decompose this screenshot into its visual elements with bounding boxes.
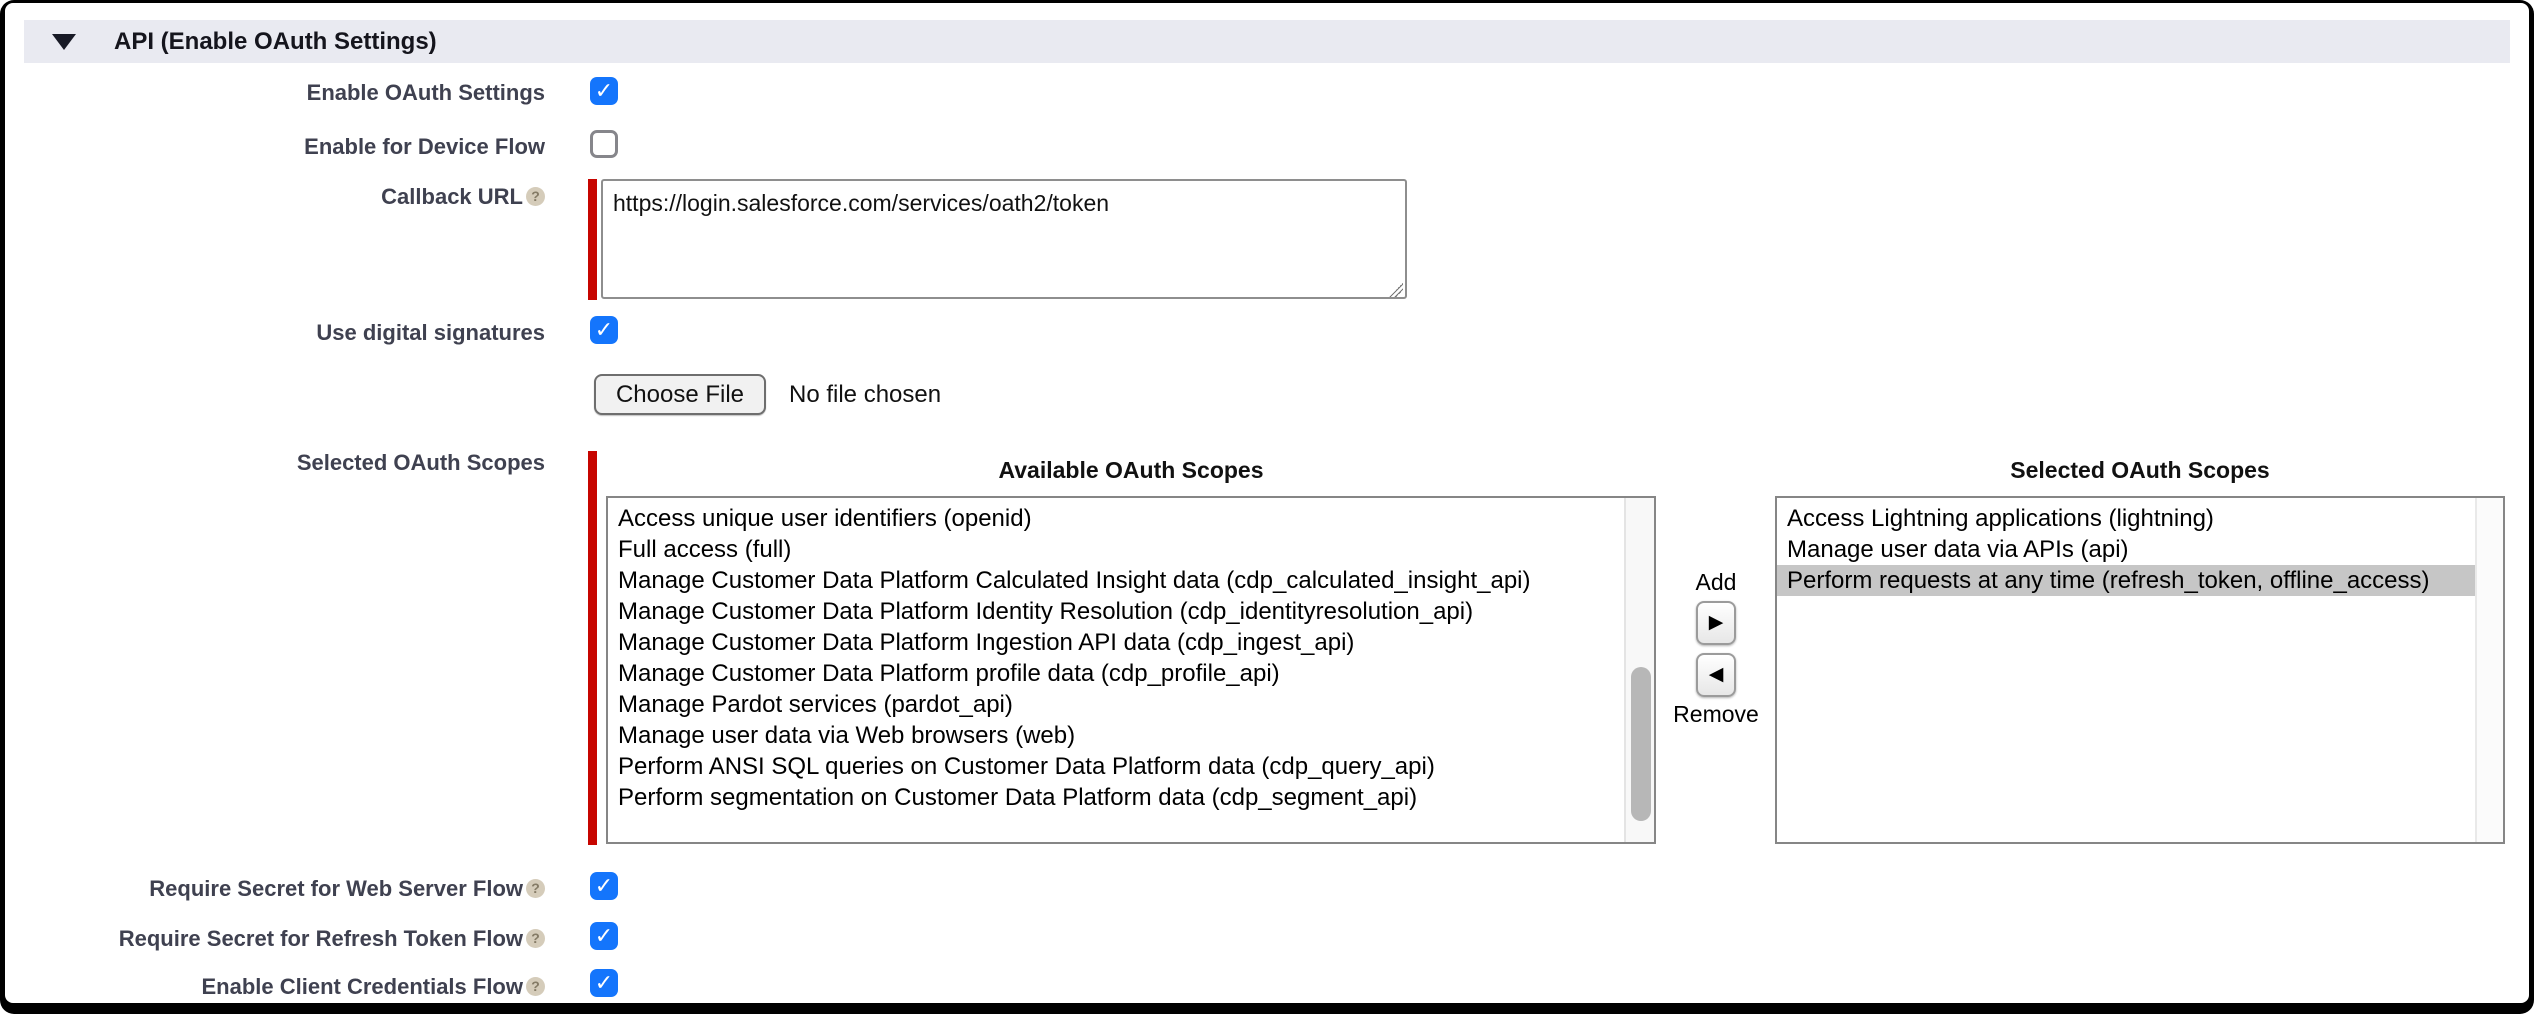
file-status-text: No file chosen — [789, 381, 942, 408]
scrollbar-track[interactable] — [1624, 498, 1654, 842]
digital-signatures-label: Use digital signatures — [316, 320, 545, 345]
remove-scope-button[interactable]: ◀ — [1696, 653, 1736, 697]
oauth-settings-page: API (Enable OAuth Settings) Enable OAuth… — [5, 3, 2529, 1003]
selected-scopes-header: Selected OAuth Scopes — [2010, 457, 2270, 483]
device-flow-label: Enable for Device Flow — [304, 134, 545, 159]
help-icon[interactable]: ? — [526, 977, 545, 996]
scope-option[interactable]: Manage user data via APIs (api) — [1787, 536, 2129, 563]
choose-file-button[interactable]: Choose File — [594, 374, 766, 415]
required-field-bar — [588, 179, 597, 300]
callback-url-label: Callback URL? — [5, 183, 545, 210]
digital-signatures-checkbox[interactable] — [590, 316, 618, 344]
enable-oauth-label: Enable OAuth Settings — [306, 80, 545, 105]
enable-oauth-checkbox[interactable] — [590, 77, 618, 105]
help-icon[interactable]: ? — [526, 879, 545, 898]
available-scopes-listbox[interactable]: Access unique user identifiers (openid) F… — [606, 496, 1656, 844]
require-secret-refresh-checkbox[interactable] — [590, 922, 618, 950]
scope-option[interactable]: Perform requests at any time (refresh_to… — [1777, 565, 2477, 596]
help-icon[interactable]: ? — [526, 187, 545, 206]
section-header-bar: API (Enable OAuth Settings) — [24, 20, 2510, 63]
callback-url-textarea[interactable]: https://login.salesforce.com/services/oa… — [601, 179, 1407, 299]
scope-option[interactable]: Full access (full) — [618, 536, 792, 563]
scope-option[interactable]: Manage Customer Data Platform Calculated… — [618, 567, 1531, 594]
selected-scopes-options: Access Lightning applications (lightning… — [1777, 503, 2477, 596]
section-title: API (Enable OAuth Settings) — [114, 28, 437, 55]
scope-option[interactable]: Access Lightning applications (lightning… — [1787, 505, 2214, 532]
scrollbar-thumb[interactable] — [1631, 666, 1651, 822]
collapse-triangle-icon[interactable] — [52, 34, 76, 50]
add-scope-button[interactable]: ▶ — [1696, 601, 1736, 645]
scope-option[interactable]: Manage Customer Data Platform profile da… — [618, 660, 1280, 687]
oauth-scopes-label: Selected OAuth Scopes — [296, 450, 545, 475]
available-scopes-options: Access unique user identifiers (openid) F… — [608, 503, 1654, 813]
help-icon[interactable]: ? — [526, 929, 545, 948]
scope-option[interactable]: Manage Customer Data Platform Ingestion … — [618, 629, 1355, 656]
scope-option[interactable]: Perform ANSI SQL queries on Customer Dat… — [618, 753, 1435, 780]
scope-option[interactable]: Manage user data via Web browsers (web) — [618, 722, 1076, 749]
left-arrow-icon: ◀ — [1708, 664, 1724, 685]
scope-option[interactable]: Access unique user identifiers (openid) — [618, 505, 1032, 532]
required-field-bar — [588, 451, 597, 845]
scrollbar-track[interactable] — [2475, 498, 2503, 842]
add-label: Add — [1695, 569, 1737, 595]
require-secret-web-label: Require Secret for Web Server Flow? — [5, 875, 545, 902]
textarea-resize-handle[interactable] — [1389, 283, 1403, 297]
scope-option[interactable]: Manage Pardot services (pardot_api) — [618, 691, 1013, 718]
available-scopes-header: Available OAuth Scopes — [998, 457, 1264, 483]
scope-option[interactable]: Manage Customer Data Platform Identity R… — [618, 598, 1474, 625]
scope-option[interactable]: Perform segmentation on Customer Data Pl… — [618, 784, 1418, 811]
require-secret-refresh-label: Require Secret for Refresh Token Flow? — [5, 925, 545, 952]
device-flow-checkbox[interactable] — [590, 130, 618, 158]
require-secret-web-checkbox[interactable] — [590, 872, 618, 900]
right-arrow-icon: ▶ — [1708, 612, 1724, 633]
remove-label: Remove — [1673, 701, 1759, 727]
selected-scopes-listbox[interactable]: Access Lightning applications (lightning… — [1775, 496, 2505, 844]
client-credentials-checkbox[interactable] — [590, 969, 618, 997]
client-credentials-label: Enable Client Credentials Flow? — [5, 973, 545, 1000]
